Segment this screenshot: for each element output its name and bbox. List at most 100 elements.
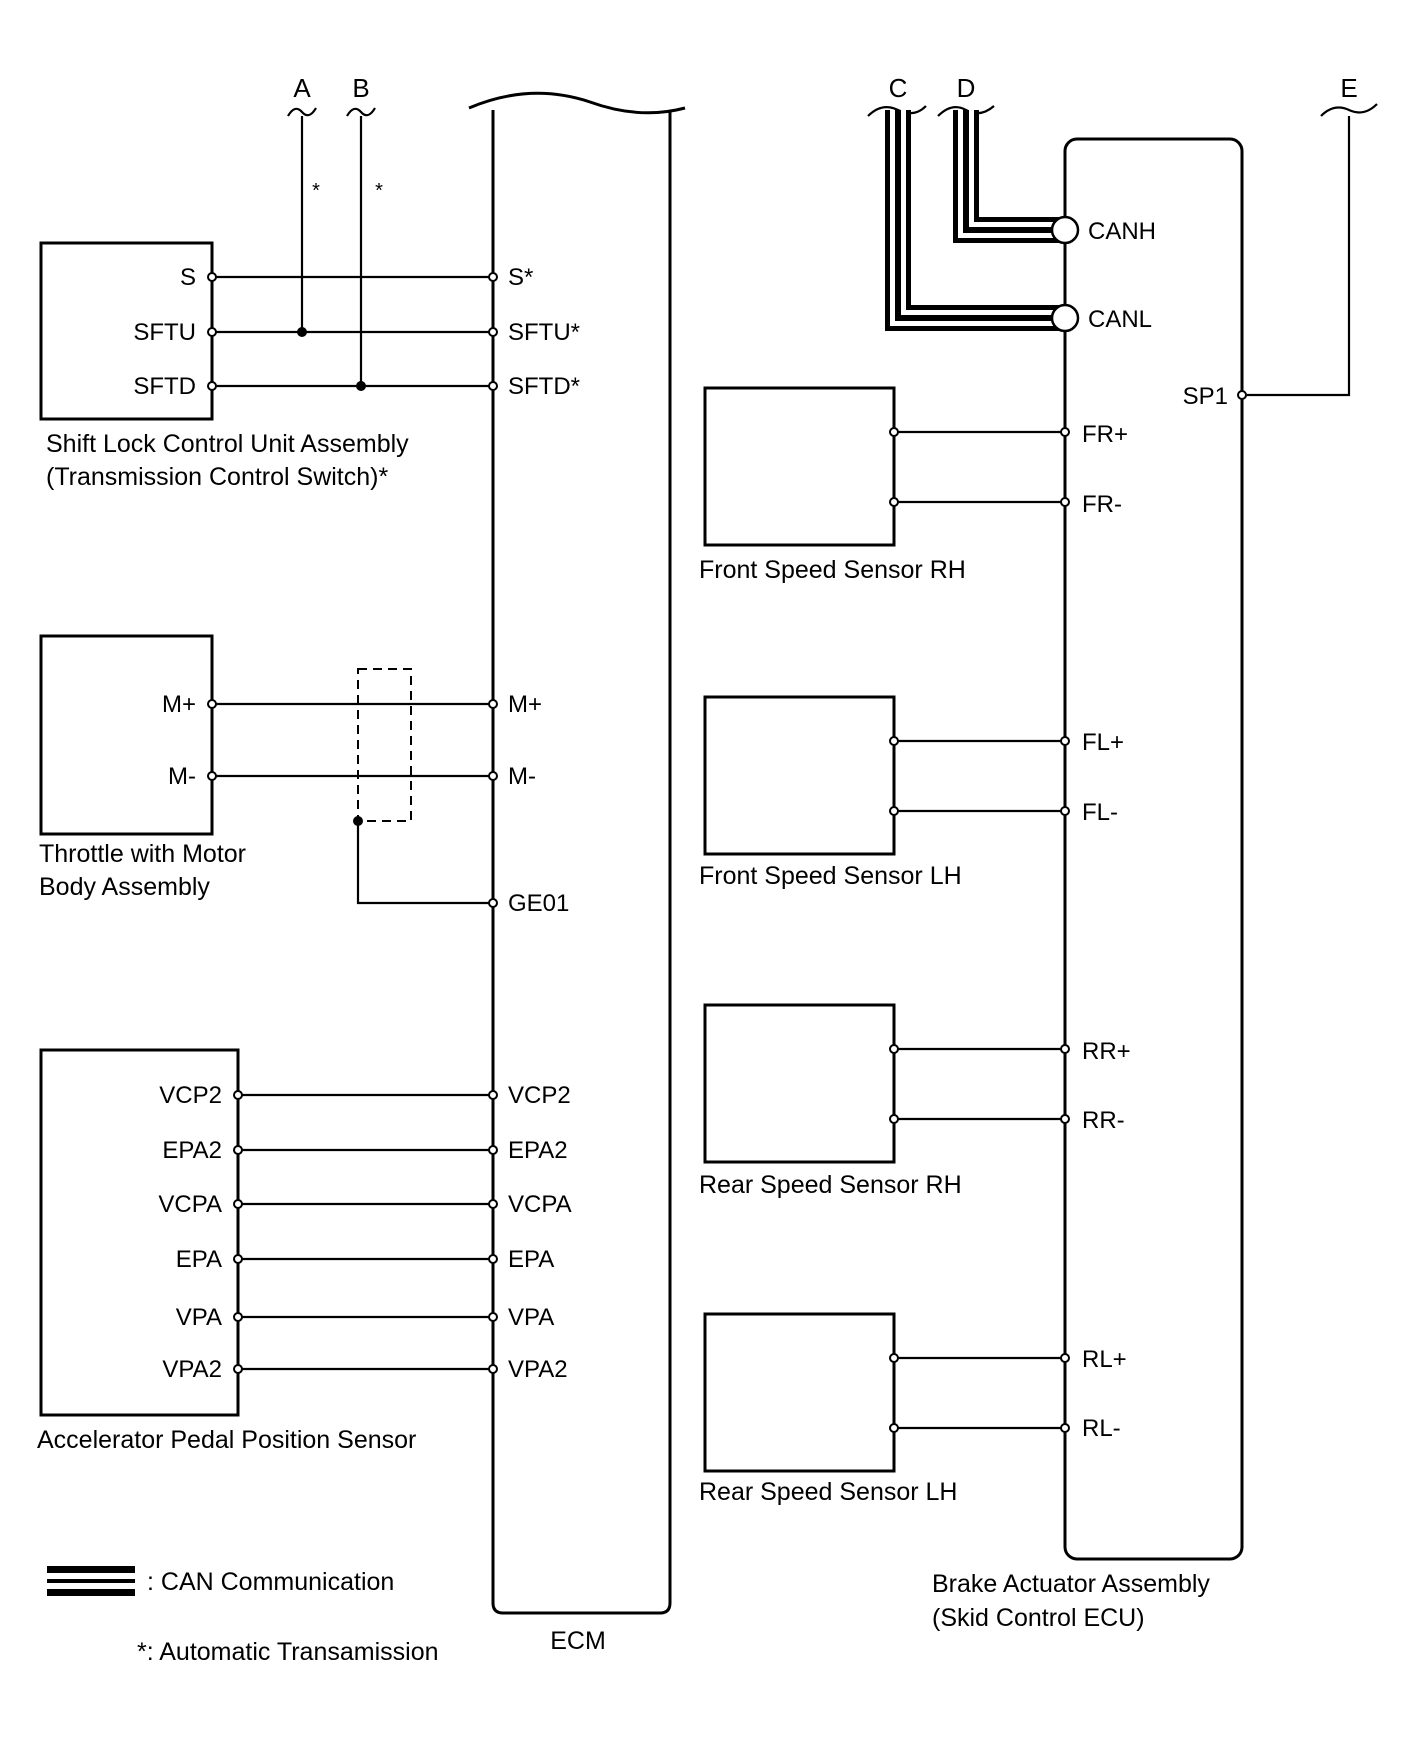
front-speed-sensor-rh: Front Speed Sensor RH: [699, 386, 1070, 584]
pin-terminal: [889, 497, 899, 507]
rear-speed-sensor-rh: Rear Speed Sensor RH: [699, 1003, 1070, 1199]
shift-lock-pin-sftd: SFTD: [133, 373, 196, 400]
ecm-break-top: [468, 91, 686, 115]
splice-a: [297, 327, 307, 337]
pin-terminal: [488, 1090, 498, 1100]
pin-terminal: [207, 771, 217, 781]
connector-c-label: C: [889, 73, 908, 103]
accel-box: [39, 1048, 240, 1417]
throttle-box: [39, 634, 214, 836]
connector-b-label: B: [352, 73, 369, 103]
ecm-unit: S* SFTU* SFTD* M+ M- GE01 VCP2 EPA2 VCPA…: [468, 91, 686, 1655]
can-c-bundle-outer: [885, 110, 1063, 331]
shield-box: [357, 668, 412, 822]
rear-lh-label: Rear Speed Sensor LH: [699, 1478, 957, 1506]
brake-pin-canh: CANH: [1088, 218, 1156, 245]
legend-can-line-2: [47, 1579, 135, 1583]
wire-ge01: [356, 821, 493, 905]
rear-rh-box: [703, 1003, 896, 1164]
brake-pin-sp1: SP1: [1183, 383, 1228, 410]
rear-lh-box: [703, 1312, 896, 1473]
pin-terminal: [488, 699, 498, 709]
front-rh-box: [703, 386, 896, 547]
pin-terminal: [889, 736, 899, 746]
accel-pin-vcpa: VCPA: [158, 1191, 222, 1218]
break-mark-a: [287, 107, 317, 117]
shift-lock-unit: S SFTU SFTD Shift Lock Control Unit Asse…: [39, 241, 409, 491]
throttle-label-line2: Body Assembly: [39, 873, 210, 901]
ecm-pin-vpa2: VPA2: [508, 1356, 568, 1383]
pin-terminal: [488, 327, 498, 337]
shift-lock-pin-s: S: [180, 264, 196, 291]
legend-can-line-1: [47, 1566, 135, 1573]
break-mark-e: [1320, 103, 1378, 117]
pin-terminal: [488, 898, 498, 908]
ecm-box: [491, 110, 672, 1615]
legend: : CAN Communication *: Automatic Transam…: [47, 1566, 439, 1666]
ecm-pin-m-plus: M+: [508, 691, 542, 718]
ecm-pin-s: S*: [508, 264, 533, 291]
ecm-pin-sftd: SFTD*: [508, 373, 580, 400]
pin-terminal: [233, 1145, 243, 1155]
pin-terminal: [1060, 736, 1070, 746]
pin-terminal: [488, 272, 498, 282]
pin-terminal: [1060, 806, 1070, 816]
brake-pin-rr-minus: RR-: [1082, 1107, 1125, 1134]
brake-pin-rl-plus: RL+: [1082, 1346, 1127, 1373]
canl-terminal: [1050, 303, 1080, 333]
pin-terminal: [488, 1312, 498, 1322]
pin-terminal: [207, 327, 217, 337]
shift-lock-label-line2: (Transmission Control Switch)*: [46, 463, 388, 491]
connector-e-label: E: [1340, 73, 1357, 103]
legend-can-line-3: [47, 1589, 135, 1596]
throttle-body: M+ M- Throttle with Motor Body Assembly: [39, 634, 246, 901]
throttle-pin-m-plus: M+: [162, 691, 196, 718]
can-c-bundle-gap: [890, 110, 1063, 326]
ecm-pin-epa: EPA: [508, 1246, 554, 1273]
pin-terminal: [1060, 427, 1070, 437]
pin-terminal: [488, 1254, 498, 1264]
brake-pin-fl-minus: FL-: [1082, 799, 1118, 826]
brake-pin-fr-minus: FR-: [1082, 491, 1122, 518]
legend-can-text: : CAN Communication: [147, 1568, 394, 1596]
ecm-pin-ge01: GE01: [508, 890, 569, 917]
pin-terminal: [889, 427, 899, 437]
shield-splice: [353, 816, 363, 826]
pin-terminal: [488, 1364, 498, 1374]
pin-terminal: [207, 699, 217, 709]
pin-terminal: [889, 1044, 899, 1054]
ecm-label: ECM: [550, 1627, 606, 1655]
ecm-pin-sftu: SFTU*: [508, 319, 580, 346]
can-bus-wires: [885, 110, 1080, 333]
pin-terminal: [1060, 497, 1070, 507]
rear-speed-sensor-lh: Rear Speed Sensor LH: [699, 1312, 1070, 1506]
can-d-bundle-core: [963, 110, 1063, 233]
ecm-pin-vcpa: VCPA: [508, 1191, 572, 1218]
accel-pin-epa2: EPA2: [162, 1137, 222, 1164]
ecm-pin-m-minus: M-: [508, 763, 536, 790]
pin-terminal: [233, 1364, 243, 1374]
pin-terminal: [889, 1423, 899, 1433]
brake-label-line2: (Skid Control ECU): [932, 1604, 1145, 1632]
rear-rh-label: Rear Speed Sensor RH: [699, 1171, 962, 1199]
ecm-pin-epa2: EPA2: [508, 1137, 568, 1164]
pin-terminal: [233, 1090, 243, 1100]
pin-terminal: [488, 381, 498, 391]
brake-pin-rr-plus: RR+: [1082, 1038, 1131, 1065]
brake-pin-rl-minus: RL-: [1082, 1415, 1121, 1442]
pin-terminal: [1237, 390, 1247, 400]
pin-terminal: [207, 381, 217, 391]
brake-pin-fr-plus: FR+: [1082, 421, 1128, 448]
break-mark-b: [346, 107, 376, 117]
accel-pin-vpa: VPA: [176, 1304, 222, 1331]
shift-lock-pin-sftu: SFTU: [133, 319, 196, 346]
pin-terminal: [1060, 1353, 1070, 1363]
brake-pin-canl: CANL: [1088, 306, 1152, 333]
accel-pedal-sensor: VCP2 EPA2 VCPA EPA VPA VPA2 Accelerator …: [37, 1048, 416, 1454]
brake-actuator: CANH CANL SP1 FR+ FR- FL+ FL- RR+ RR- RL…: [932, 116, 1351, 1632]
wire-sp1: [1242, 116, 1351, 397]
pin-terminal: [488, 1199, 498, 1209]
connector-d-label: D: [957, 73, 976, 103]
front-lh-box: [703, 695, 896, 856]
